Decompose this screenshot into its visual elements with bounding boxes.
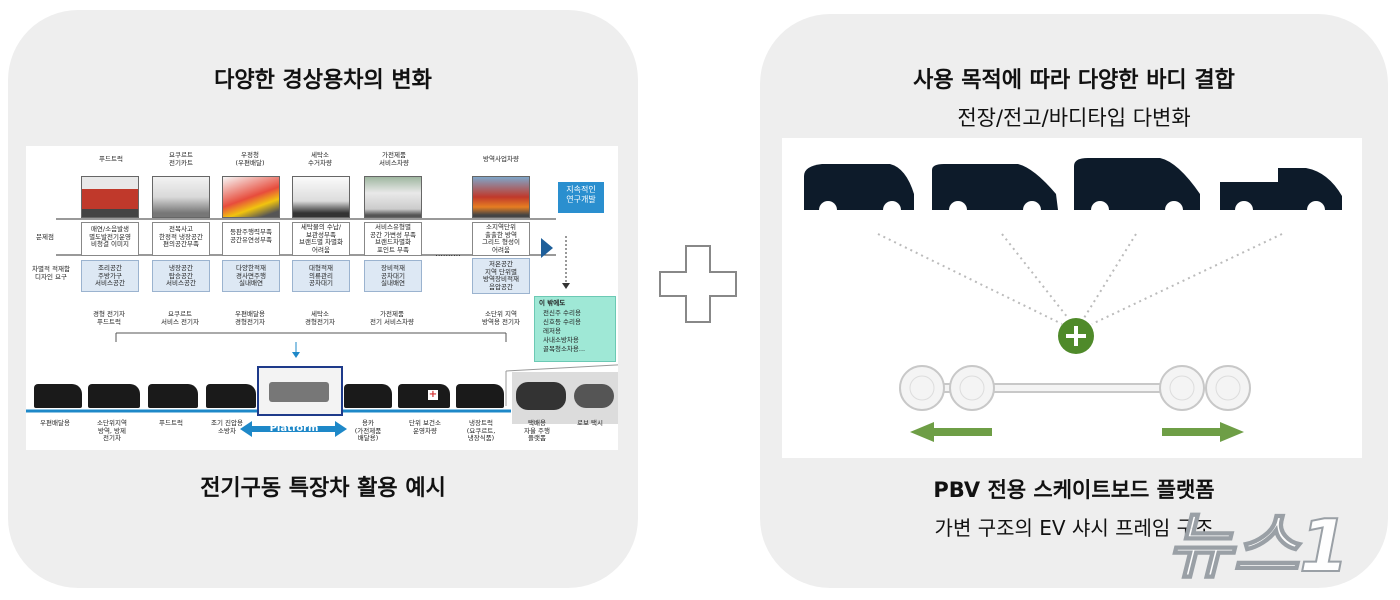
result-label: 소단위 지역 방역용 전기자 <box>482 310 520 326</box>
etc-item: 골목청소차용... <box>543 345 586 353</box>
vehicle-label: 푸드트럭 <box>159 419 183 427</box>
vehicle-icon: + <box>398 384 450 408</box>
vehicle-icon <box>456 384 504 408</box>
column-header: 우정청 (우편배달) <box>235 151 265 167</box>
vehicle-label: 용카 (가전제품 배달용) <box>354 419 382 442</box>
etc-item: 사내소방차용 <box>543 336 579 344</box>
platform-highlight <box>257 366 343 416</box>
etc-item: 전신주 수리용 <box>543 309 581 317</box>
right-caption: PBV 전용 스케이트보드 플랫폼 <box>933 478 1215 502</box>
problem-box: 세탁물의 수납/ 보관성부족 브랜드별 차별화 어려움 <box>292 222 350 256</box>
problem-box: 서비스유형별 공간 가변성 부족 브랜드차별화 포인트 부족 <box>364 222 422 256</box>
right-title: 사용 목적에 따라 다양한 바디 결합 <box>913 68 1235 93</box>
problem-box: 등판주행력부족 공간유연성부족 <box>222 222 280 256</box>
column-header: 세탁소 수거차량 <box>308 151 332 167</box>
platform-label: Platform <box>269 423 319 434</box>
vehicle-icon <box>148 384 198 408</box>
need-box: 저온공간 지역 단위별 방역장비적재 음압공간 <box>472 258 530 294</box>
column-header: 푸드트럭 <box>99 155 123 163</box>
row-label-need: 차별적 적재함 디자인 요구 <box>32 265 70 281</box>
van-body-icon <box>804 164 914 210</box>
vehicle-icon <box>88 384 140 408</box>
high-roof-body-icon <box>1074 158 1200 210</box>
column-header: 방역사업차량 <box>483 155 519 163</box>
etc-item: 신호등 수리용 <box>543 318 581 326</box>
appliance-van-photo <box>364 176 422 218</box>
skateboard-diagram <box>804 158 1342 442</box>
ellipsis: .......... <box>435 249 461 258</box>
left-caption: 전기구동 특장차 활용 예시 <box>200 476 446 501</box>
vehicle-icon <box>206 384 256 408</box>
disinfection-car-photo <box>472 176 530 218</box>
vehicle-label: 우편배달용 <box>40 419 70 427</box>
need-box: 다양한적재 경사면주행 실내배연 <box>222 260 280 292</box>
left-figure: 푸드트럭 요쿠르트 전기카트 우정청 (우편배달) 세탁소 수거차량 가전제품 … <box>26 146 618 450</box>
problem-box: 매연/소음발생 별도발전기운영 비청결 이미지 <box>81 222 139 256</box>
triangle-arrow-icon <box>541 238 553 258</box>
truck-body-icon <box>1220 168 1342 210</box>
right-figure <box>782 138 1362 458</box>
vehicle-label: 냉장트럭 (요쿠르트, 냉장식품) <box>466 419 496 442</box>
left-arrow-icon <box>910 422 992 442</box>
column-header: 가전제품 서비스차량 <box>379 151 409 167</box>
row-label-problem: 문제점 <box>36 233 54 241</box>
vehicle-icon <box>34 384 82 408</box>
problem-box: 소지역단위 출출한 방역 그리드 형성이 어려움 <box>472 222 530 256</box>
result-label: 세탁소 경형전기자 <box>305 310 335 326</box>
result-label: 우편배달용 경형전기자 <box>235 310 265 326</box>
vehicle-label: 조기 진압용 소방차 <box>211 419 243 435</box>
result-label: 가전제품 전기 서비스차량 <box>370 310 414 326</box>
mpv-body-icon <box>932 164 1058 210</box>
watermark-logo: 뉴스1 <box>1166 503 1351 589</box>
food-truck-photo <box>81 176 139 218</box>
red-cross-icon: + <box>428 389 438 400</box>
etc-box: 이 밖에도 전신주 수리용 신호등 수리용 레저용 사내소방차용 골목청소차용.… <box>534 296 616 362</box>
column-header: 요쿠르트 전기카트 <box>169 151 193 167</box>
need-box: 대형적재 의류관리 공차대기 <box>292 260 350 292</box>
vehicle-icon <box>344 384 392 408</box>
delivery-pod-image <box>512 372 618 424</box>
need-box: 냉장공간 탑승공간 서비스공간 <box>152 260 210 292</box>
right-caption-sub: 가변 구조의 EV 샤시 프레임 구조 <box>934 516 1214 540</box>
need-box: 조리공간 주방가구 서비스공간 <box>81 260 139 292</box>
left-title: 다양한 경상용차의 변화 <box>214 68 432 93</box>
problem-box: 전복사고 한정적 냉장공간 편의공간부족 <box>152 222 210 256</box>
postal-van-photo <box>222 176 280 218</box>
research-box: 지속적인 연구개발 <box>558 182 604 213</box>
vehicle-label: 택배용 자율 주행 플랫폼 <box>524 419 550 442</box>
vehicle-label: 소단위지역 방역, 방제 전기차 <box>97 419 127 442</box>
vehicle-label: 로보 택시 <box>577 419 603 427</box>
result-label: 요쿠르트 서비스 전기자 <box>161 310 199 326</box>
need-box: 장비적재 공차대기 실내배연 <box>364 260 422 292</box>
cart-photo <box>152 176 210 218</box>
plus-outline-icon <box>659 245 737 323</box>
etc-item: 레저용 <box>543 327 561 335</box>
vehicle-label: 단위 보건소 운영차량 <box>409 419 441 435</box>
right-subtitle: 전장/전고/바디타입 다변화 <box>957 106 1191 130</box>
laundry-truck-photo <box>292 176 350 218</box>
etc-title: 이 밖에도 <box>539 299 566 307</box>
result-label: 경형 전기자 푸드트럭 <box>93 310 125 326</box>
right-arrow-icon <box>1162 422 1244 442</box>
